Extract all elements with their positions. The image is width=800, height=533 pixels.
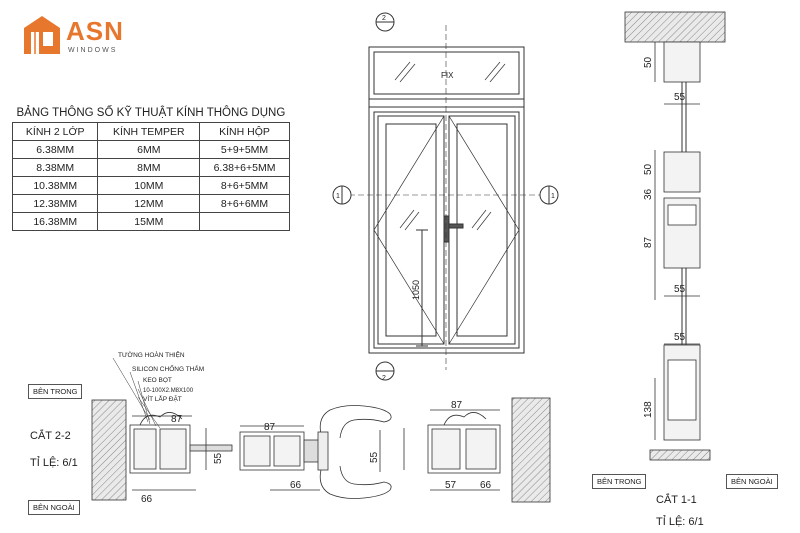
table-cell: 8+6+5MM — [199, 176, 290, 195]
height-dim-label: 1050 — [411, 280, 421, 300]
section-2-2-drawing — [91, 357, 551, 503]
table-cell: 12.38MM — [11, 194, 99, 213]
fix-label: FIX — [441, 71, 454, 80]
section-2-2-scale: TỈ LỆ: 6/1 — [30, 457, 78, 469]
table-row: 16.38MM 15MM — [11, 212, 290, 231]
svg-text:2: 2 — [382, 375, 386, 382]
dim-label: 55 — [369, 451, 380, 463]
table-cell: 6.38+6+5MM — [199, 158, 290, 177]
table-title: BẢNG THÔNG SỐ KỸ THUẬT KÍNH THÔNG DỤNG — [12, 104, 290, 123]
dim-label: 36 — [643, 188, 654, 200]
callout-wall: TƯỜNG HOÀN THIỆN — [118, 350, 185, 359]
dim-label: 87 — [264, 422, 276, 433]
table-cell — [199, 212, 290, 231]
dim-label: 55 — [674, 332, 686, 343]
outside-label-2-2: BÊN NGOÀI — [28, 500, 80, 515]
svg-text:1: 1 — [336, 193, 340, 200]
dim-label: 66 — [290, 480, 302, 491]
dim-label: 87 — [171, 414, 183, 425]
dim-label: 138 — [643, 401, 654, 418]
table-cell: 5+9+5MM — [199, 140, 290, 159]
section-marker-left: 1 — [332, 185, 352, 205]
table-cell: 16.38MM — [11, 212, 99, 231]
logo-sub-text: WINDOWS — [68, 47, 118, 54]
section-1-1-scale: TỈ LỆ: 6/1 — [656, 516, 704, 528]
section-marker-right: 1 — [539, 185, 559, 205]
dim-label: 57 — [445, 480, 457, 491]
section-marker-bottom: 2 — [375, 361, 395, 382]
section-1-1-title: CẮT 1-1 — [656, 494, 697, 506]
table-row: 8.38MM 8MM 6.38+6+5MM — [11, 158, 290, 177]
door-elevation — [340, 25, 550, 370]
dim-label: 55 — [674, 284, 686, 295]
table-row: 12.38MM 12MM 8+6+6MM — [11, 194, 290, 213]
section-marker-top: 2 — [375, 12, 395, 32]
logo-mark-icon — [24, 16, 60, 54]
table-cell: 6MM — [97, 140, 201, 159]
outside-label-1-1: BÊN NGOÀI — [726, 474, 778, 489]
table-row: 6.38MM 6MM 5+9+5MM — [11, 140, 290, 159]
section-2-2-title: CẮT 2-2 — [30, 430, 71, 442]
dim-label: 66 — [480, 480, 492, 491]
callout-silicone: SILICON CHỐNG THẤM — [132, 363, 204, 373]
dim-label: 55 — [213, 452, 224, 464]
section-1-1-drawing — [624, 11, 726, 461]
dim-label: 87 — [643, 236, 654, 248]
dim-label: 87 — [451, 400, 463, 411]
inside-label-2-2: BÊN TRONG — [28, 384, 83, 399]
table-cell: 6.38MM — [11, 140, 99, 159]
dim-label: 55 — [674, 92, 686, 103]
table-cell: 10.38MM — [11, 176, 99, 195]
dim-label: 50 — [643, 56, 654, 68]
brand-logo: ASN WINDOWS — [22, 14, 124, 58]
callout-install-screw: VÍT LẮP ĐẶT — [143, 394, 182, 403]
dim-label: 50 — [643, 163, 654, 175]
dim-label: 66 — [141, 494, 153, 505]
table-cell: 15MM — [97, 212, 201, 231]
logo-brand-text: ASN — [66, 16, 124, 46]
inside-label-1-1: BÊN TRONG — [592, 474, 647, 489]
table-cell: 8+6+6MM — [199, 194, 290, 213]
glass-spec-table: BẢNG THÔNG SỐ KỸ THUẬT KÍNH THÔNG DỤNG K… — [11, 104, 290, 231]
svg-text:2: 2 — [382, 15, 386, 22]
table-row: 10.38MM 10MM 8+6+5MM — [11, 176, 290, 195]
svg-text:1: 1 — [551, 193, 555, 200]
callout-foam: KEO BỌT — [143, 377, 172, 384]
table-cell: 10MM — [97, 176, 201, 195]
callout-screw-spec: 10-100X2.M8X100 — [143, 388, 194, 394]
